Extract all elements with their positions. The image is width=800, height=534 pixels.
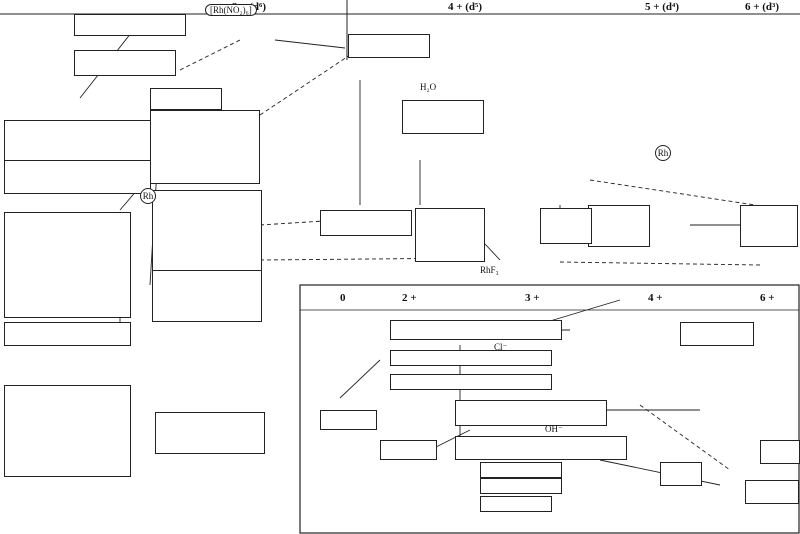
header-4plus-d5: 4 + (d⁵): [448, 1, 483, 13]
compound-box-mrhbr: [152, 270, 262, 322]
compound-box-m2rhf6: [415, 208, 485, 262]
compound-box-m3rhcl6: [152, 190, 262, 272]
label-rh-no2-6: [Rh(NO₂)₆]: [205, 4, 257, 16]
lower-box-rho4-2: [745, 480, 799, 504]
lower-header-3plus: 3 +: [525, 292, 540, 304]
lower-box-rhcl3-h2o3: [390, 374, 552, 390]
lower-box-rh-nh3-6: [480, 496, 552, 512]
lower-box-rh-ox: [320, 410, 377, 430]
label-h2o: H₂O: [420, 82, 437, 92]
compound-box-rhcl3-series: [4, 160, 151, 194]
lower-box-rhcl5: [390, 320, 562, 340]
node-rh-upper: Rh: [140, 188, 156, 204]
compound-box-rhf6: [740, 205, 798, 247]
compound-box-srrho3: [402, 100, 484, 134]
compound-box-rho2: [348, 34, 430, 58]
compound-box-rh-nh3: [4, 385, 131, 477]
lower-box-rh-oh3-h2o3: [480, 462, 562, 478]
compound-box-m3rh-no2-6: [155, 412, 265, 454]
compound-box-rhf3-rhcl3: [4, 212, 131, 318]
compound-box-lirho2: [150, 88, 222, 110]
label-cl-minus: Cl⁻: [494, 342, 508, 352]
compound-box-rhf5: [540, 208, 592, 244]
lower-header-6plus: 6 +: [760, 292, 775, 304]
compound-box-csrhf6: [588, 205, 650, 247]
header-5plus-d4: 5 + (d⁴): [645, 1, 680, 13]
lower-box-rh-h2o6: [380, 440, 437, 460]
lower-header-2plus: 2 +: [402, 292, 417, 304]
compound-box-rh2o3: [74, 14, 186, 36]
lower-box-rhcl6-2: [680, 322, 754, 346]
compound-box-rh2so4-3: [4, 120, 151, 162]
lower-header-0: 0: [340, 292, 346, 304]
lower-box-rhcl4-h2o2: [390, 350, 552, 366]
label-oh-minus: OH⁻: [545, 424, 563, 434]
lower-header-4plus: 4 +: [648, 292, 663, 304]
lower-box-rh-nh3-5: [480, 478, 562, 494]
header-6plus-d3: 6 + (d³): [745, 1, 780, 13]
compound-box-rhf4: [320, 210, 412, 236]
lower-box-rhocl4: [760, 440, 800, 464]
lower-box-rh2-oh: [455, 436, 627, 460]
lower-box-rho2-h2o: [660, 462, 702, 486]
compound-box-rh-oh3: [74, 50, 176, 76]
node-rh-lower: Rh: [655, 145, 671, 161]
label-rhf3: RhF₃: [480, 265, 499, 275]
compound-box-rh-cn-scn: [4, 322, 131, 346]
compound-box-rh-complexes-center: [150, 110, 260, 184]
lower-box-rh-oh6: [455, 400, 607, 426]
